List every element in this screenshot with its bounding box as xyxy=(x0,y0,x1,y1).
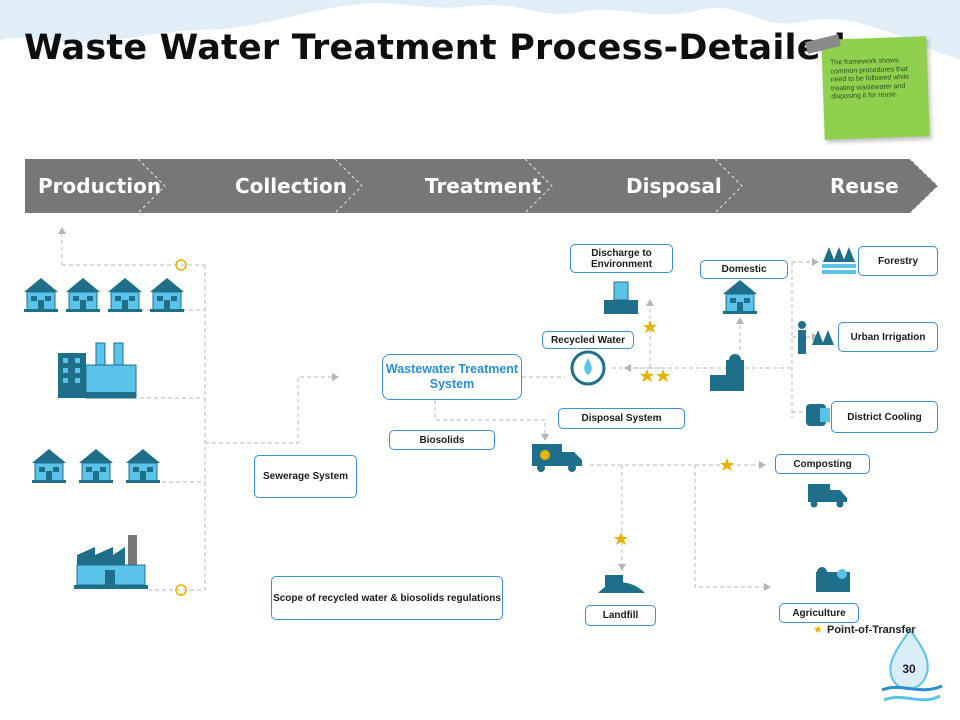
box-composting: Composting xyxy=(775,454,870,474)
box-agriculture: Agriculture xyxy=(779,603,859,623)
legend-point-of-transfer: Point-of-Transfer xyxy=(827,624,916,636)
truck-icon xyxy=(532,444,582,472)
tractor-icon xyxy=(816,567,850,592)
bulldozer-icon xyxy=(598,575,645,593)
factory-icon xyxy=(74,535,148,589)
recycle-water-icon xyxy=(570,350,606,386)
water-drop-icon xyxy=(881,628,943,702)
stage-collection: Collection xyxy=(235,174,347,198)
box-district-cooling: District Cooling xyxy=(831,401,938,433)
star-icon xyxy=(656,369,670,382)
box-forestry: Forestry xyxy=(858,246,938,276)
box-discharge: Discharge to Environment xyxy=(570,244,673,273)
house-icon xyxy=(722,279,758,315)
box-biosolids: Biosolids xyxy=(389,430,495,450)
box-urban-irrigation: Urban Irrigation xyxy=(838,322,938,352)
box-disposal-system: Disposal System xyxy=(558,408,685,429)
forestry-icon xyxy=(822,247,856,274)
stage-disposal: Disposal xyxy=(626,174,722,198)
star-icon xyxy=(720,458,734,471)
box-sewerage: Sewerage System xyxy=(254,455,357,498)
page-number: 30 xyxy=(902,662,916,676)
compost-truck-icon xyxy=(808,484,847,508)
stage-production: Production xyxy=(38,174,162,198)
legend-star-icon: ★ xyxy=(813,624,823,636)
treatment-plant-icon xyxy=(710,354,744,391)
background-clouds xyxy=(0,0,960,60)
irrigation-icon xyxy=(798,321,834,354)
stage-reuse: Reuse xyxy=(830,174,899,198)
cooling-icon xyxy=(806,404,830,426)
box-wastewater-system: Wastewater Treatment System xyxy=(382,354,522,400)
star-icon xyxy=(640,369,654,382)
building-icon xyxy=(58,342,137,399)
stage-treatment: Treatment xyxy=(425,174,542,198)
house-icon xyxy=(23,277,185,313)
box-recycled-water: Recycled Water xyxy=(542,331,634,349)
discharge-icon xyxy=(604,281,638,314)
box-scope: Scope of recycled water & biosolids regu… xyxy=(271,576,503,620)
house-icon xyxy=(31,448,161,484)
box-landfill: Landfill xyxy=(585,605,656,626)
box-domestic: Domestic xyxy=(700,260,788,279)
page-title: Waste Water Treatment Process-Detailed xyxy=(24,28,846,68)
star-icon xyxy=(643,320,657,333)
process-banner xyxy=(25,158,939,214)
star-icon xyxy=(614,532,628,545)
